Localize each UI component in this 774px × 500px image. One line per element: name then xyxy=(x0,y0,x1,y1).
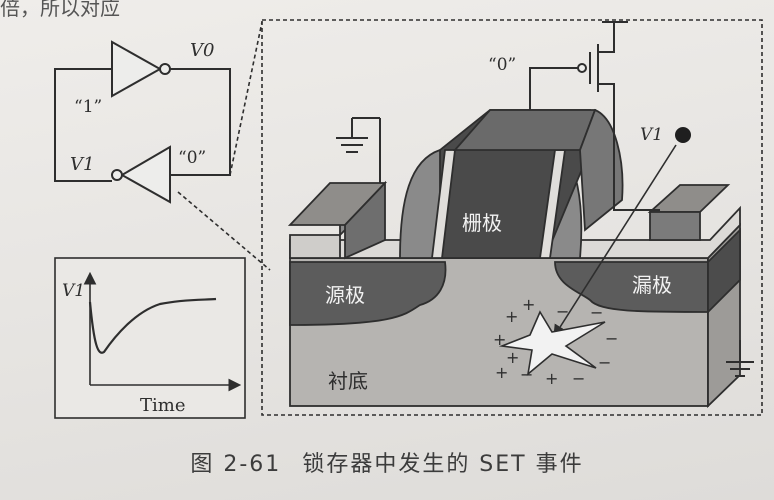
voltage-curve xyxy=(88,297,217,354)
right-contact xyxy=(647,184,731,213)
drain-side xyxy=(707,227,741,315)
svg-text:−: − xyxy=(556,302,569,321)
source-region xyxy=(289,261,447,326)
bottom-inverter xyxy=(119,145,171,204)
svg-text:+: + xyxy=(495,363,508,382)
svg-text:+: + xyxy=(522,295,535,314)
source-label: 源极 xyxy=(325,283,365,307)
zoom-frame xyxy=(261,19,763,416)
heavy-ion-particle xyxy=(675,127,691,143)
substrate-ground-icon xyxy=(726,340,754,377)
svg-text:+: + xyxy=(505,307,518,326)
impact-burst-icon xyxy=(498,310,606,376)
gate-top xyxy=(453,109,597,151)
voltage-graph: V1 Time xyxy=(54,257,246,419)
header-text: 倍，所以对应 xyxy=(0,0,120,20)
svg-text:−: − xyxy=(590,303,603,322)
ground-icon xyxy=(336,117,381,183)
particle-track xyxy=(553,144,677,338)
feedback-wire-left xyxy=(54,68,112,182)
svg-text:−: − xyxy=(572,369,585,388)
charge-minus: −−− −−− xyxy=(520,302,618,388)
label-zero: “0” xyxy=(178,148,206,168)
figure-number: 图 2-61 xyxy=(190,452,282,477)
charge-plus: +++ +++ xyxy=(493,295,558,388)
transistor-device xyxy=(287,108,741,409)
gate-input-label: “0” xyxy=(488,55,516,75)
latch-circuit xyxy=(54,40,231,204)
svg-text:+: + xyxy=(493,330,506,349)
graph-xlabel: Time xyxy=(140,395,185,416)
graph-ylabel: V1 xyxy=(62,281,85,301)
figure-caption: 图 2-61 锁存器中发生的 SET 事件 xyxy=(0,446,774,478)
figure-title: 锁存器中发生的 SET 事件 xyxy=(302,452,584,477)
svg-text:−: − xyxy=(598,353,611,372)
callout-lines xyxy=(177,19,763,416)
drain-label: 漏极 xyxy=(632,273,672,297)
left-isolation xyxy=(289,234,341,259)
svg-text:+: + xyxy=(545,369,558,388)
label-v0: V0 xyxy=(190,40,214,61)
right-spacer-cap xyxy=(579,108,624,232)
particle-strike: +++ +++ −−− −−− V1 xyxy=(493,125,691,388)
feedback-wire-right xyxy=(170,68,231,176)
top-inverter xyxy=(111,40,163,98)
right-contact-front xyxy=(649,211,701,241)
label-v1: V1 xyxy=(70,154,94,175)
label-one: “1” xyxy=(74,97,102,117)
particle-label: V1 xyxy=(640,125,663,145)
svg-text:−: − xyxy=(520,365,533,384)
svg-text:−: − xyxy=(605,329,618,348)
substrate-label: 衬底 xyxy=(328,369,368,393)
pmos-transistor-icon xyxy=(529,21,660,211)
left-contact-front xyxy=(344,180,386,260)
gate-label: 栅极 xyxy=(462,211,502,235)
graph-frame xyxy=(54,257,246,419)
svg-text:+: + xyxy=(506,348,519,367)
top-inverter-bubble xyxy=(159,63,171,75)
bottom-inverter-bubble xyxy=(111,169,123,181)
